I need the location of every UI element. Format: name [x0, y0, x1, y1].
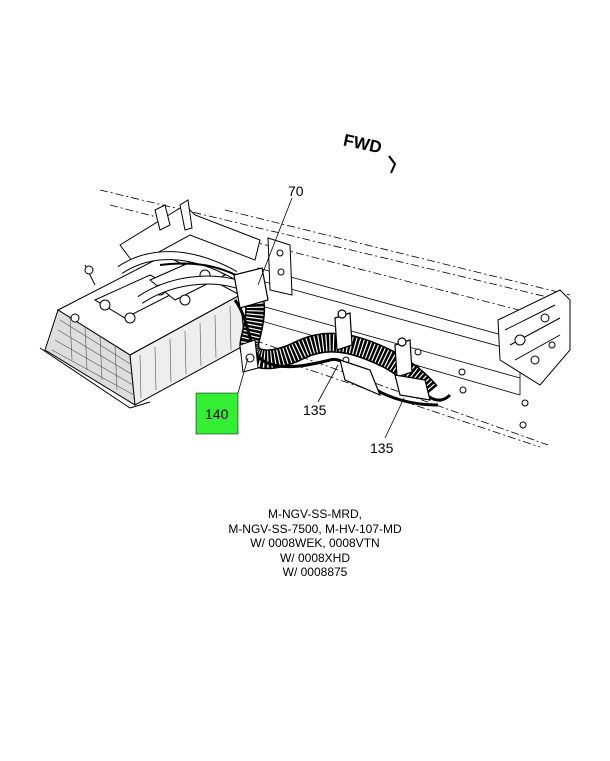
- applicability-caption: M-NGV-SS-MRD, M-NGV-SS-7500, M-HV-107-MD…: [160, 507, 470, 580]
- battery-bracket: [84, 199, 261, 286]
- callout-135-upper: 135: [303, 402, 327, 418]
- caption-line: W/ 0008875: [282, 565, 348, 579]
- caption-line: W/ 0008WEK, 0008VTN: [250, 536, 380, 550]
- leader-lines: [237, 197, 405, 439]
- caption-line: M-NGV-SS-MRD,: [268, 507, 362, 521]
- callout-140-highlight[interactable]: [195, 392, 239, 435]
- battery-cables: [117, 251, 246, 304]
- mounting-bracket: [239, 237, 293, 373]
- callout-135-lower: 135: [370, 440, 394, 456]
- fwd-arrow-icon: [388, 155, 397, 174]
- forward-direction-indicator: FWD: [342, 131, 397, 174]
- fwd-label: FWD: [342, 131, 384, 158]
- callout-140[interactable]: 140: [205, 406, 229, 422]
- frame-rail: [99, 189, 571, 448]
- caption-line: W/ 0008XHD: [279, 550, 351, 565]
- callout-70: 70: [288, 183, 304, 199]
- right-bracket-assembly: [497, 289, 571, 386]
- harness-clamps: [233, 267, 431, 401]
- caption-line: M-NGV-SS-7500, M-HV-107-MD: [228, 521, 402, 536]
